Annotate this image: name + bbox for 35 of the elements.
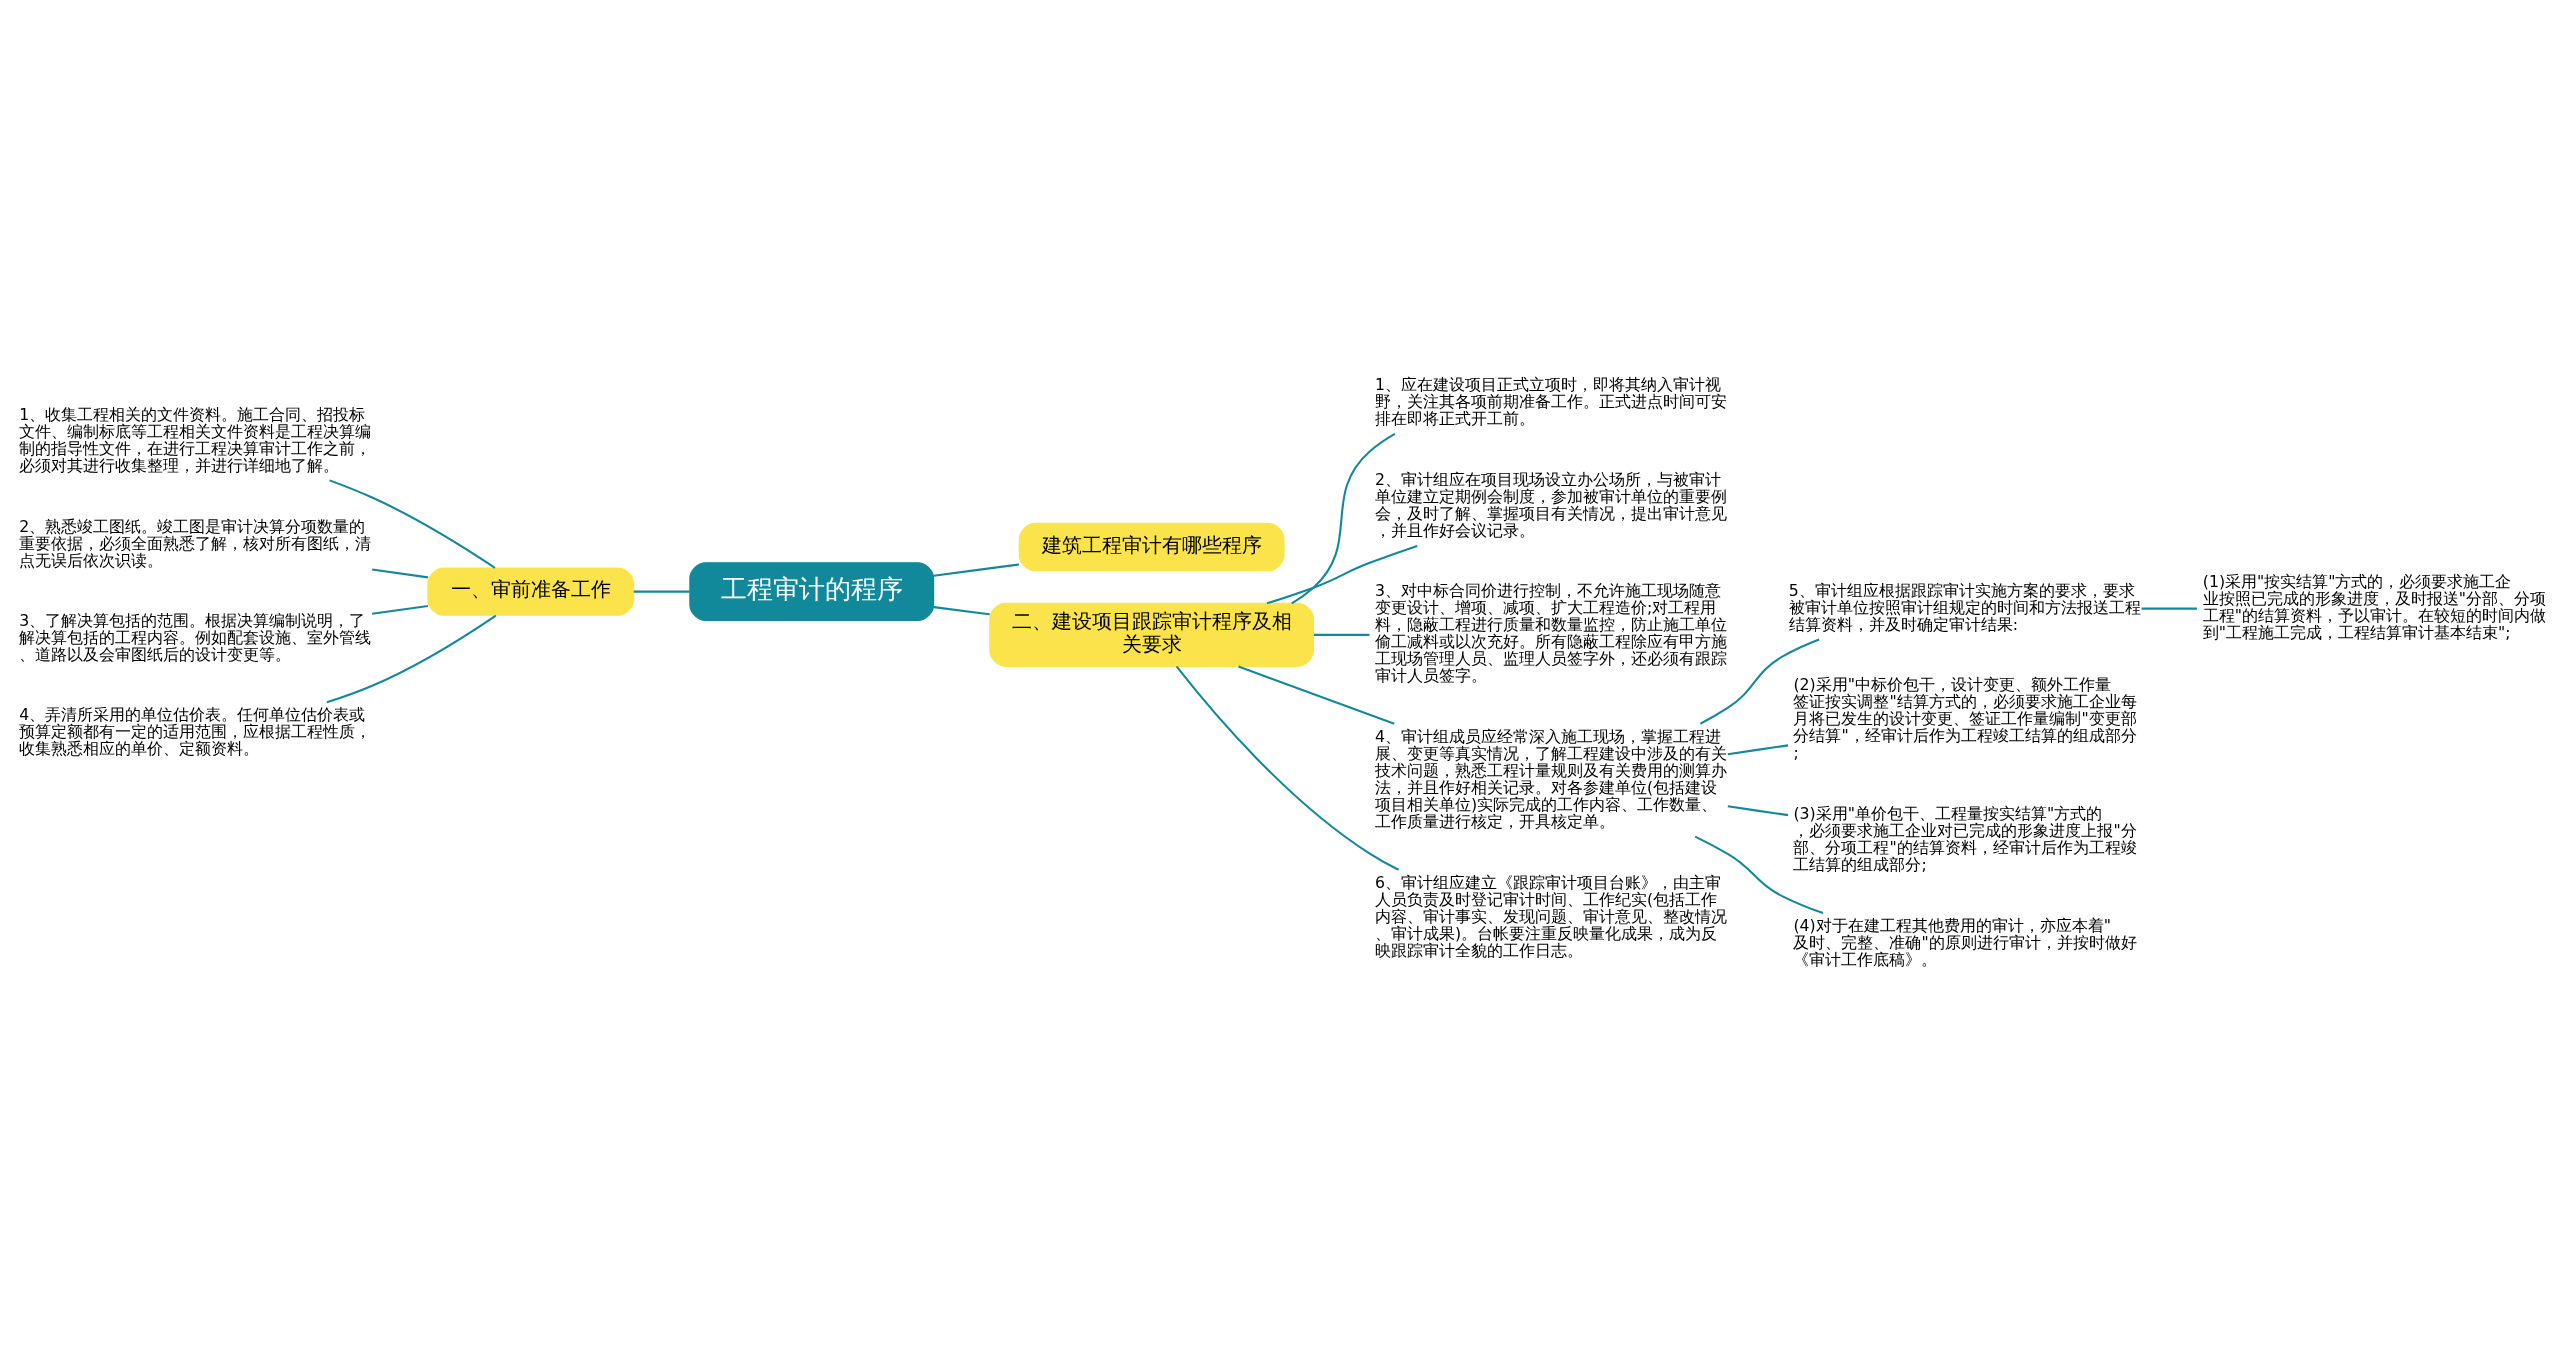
connector <box>933 606 990 616</box>
node-text: (1)采用"按实结算"方式的，必须要求施工企业按照已完成的形象进度，及时报送"分部、分项工程"的结算资料，予以审计。在较短的时间内做到"工程施工完成，工程结算审计基本结束"; <box>2202 572 2547 643</box>
connector <box>1694 835 1824 915</box>
node-text: (2)采用"中标价包干，设计变更、额外工作量签证按实调整"结算方式的，必须要求施工企业每月将已发生的设计变更、签证工作量编制"变更部分结算"，经审计后作为工程竣工结算的组成部分; <box>1793 675 2137 763</box>
node-text: 3、对中标合同价进行控制，不允许施工现场随意变更设计、增项、减项、扩大工程造价;对工程用料，隐蔽工程进行质量和数量监控，防止施工单位偷工减料或以次充好。所有隐蔽工程除应有甲方施工现场管理人员、监理人员签字外，还必须有跟踪审计人员签字。 <box>1374 581 1727 686</box>
connector <box>371 568 429 579</box>
node-text: 3、了解决算包括的范围。根据决算编制说明，了解决算包括的工程内容。例如配套设施、室外管线、道路以及会审图纸后的设计变更等。 <box>19 610 372 664</box>
connector <box>1699 638 1820 725</box>
node-text: 2、审计组应在项目现场设立办公场所，与被审计单位建立定期例会制度，参加被审计单位的重要例会，及时了解、掌握项目有关情况，提出审计意见，并且作好会议记录。 <box>1374 470 1727 541</box>
node-text: 2、熟悉竣工图纸。竣工图是审计决算分项数量的重要依据，必须全面熟悉了解，核对所有图纸，清点无误后依次识读。 <box>19 516 372 570</box>
connector <box>371 604 429 615</box>
connector <box>1291 432 1396 605</box>
connector <box>1266 544 1418 605</box>
connector <box>633 590 690 593</box>
connector <box>1727 805 1789 817</box>
connector <box>1238 665 1395 725</box>
node-text: (3)采用"单价包干、工程量按实结算"方式的，必须要求施工企业对已完成的形象进度上报"分部、分项工程"的结算资料，经审计后作为工程竣工结算的组成部分; <box>1793 804 2137 875</box>
connector <box>329 479 496 569</box>
node-box: 建筑工程审计有哪些程序 <box>1018 522 1285 572</box>
connector <box>933 563 1020 577</box>
node-box: 一、审前准备工作 <box>427 567 635 616</box>
node-text: 1、应在建设项目正式立项时，即将其纳入审计视野，关注其各项前期准备工作。正式进点时间可安排在即将正式开工前。 <box>1374 375 1727 429</box>
node-text: 1、收集工程相关的文件资料。施工合同、招投标文件、编制标底等工程相关文件资料是工程决算编制的指导性文件，在进行工程决算审计工作之前，必须对其进行收集整理，并进行详细地了解。 <box>19 404 372 475</box>
node-text: 4、弄清所采用的单位估价表。任何单位估价表或预算定额都有一定的适用范围，应根据工程性质，收集熟悉相应的单价、定额资料。 <box>19 705 372 759</box>
node-text: 5、审计组应根据跟踪审计实施方案的要求，要求被审计单位按照审计组规定的时间和方法报送工程结算资料，并及时确定审计结果: <box>1788 580 2141 634</box>
node-text: (4)对于在建工程其他费用的审计，亦应本着"及时、完整、准确"的原则进行审计，并按时做好《审计工作底稿》。 <box>1793 916 2137 970</box>
node-text: 6、审计组应建立《跟踪审计项目台账》，由主审人员负责及时登记审计时间、工作纪实(包括工作内容、审计事实、发现问题、审计意见、整改情况、审计成果)。台帐要注重反映量化成果，成为反映跟踪审计全貌的工作日志。 <box>1374 872 1727 960</box>
node-box: 工程审计的程序 <box>689 562 935 622</box>
connector <box>2141 607 2197 610</box>
connector <box>1727 744 1789 756</box>
node-box: 二、建设项目跟踪审计程序及相关要求 <box>989 602 1315 667</box>
connector <box>1313 633 1370 636</box>
connector <box>326 614 497 704</box>
connector <box>1175 665 1400 871</box>
node-text: 4、审计组成员应经常深入施工现场，掌握工程进展、变更等真实情况，了解工程建设中涉及的有关技术问题，熟悉工程计量规则及有关费用的测算办法，并且作好相关记录。对各参建单位(包括建设项目相关单位)实际完成的工作内容、工作数量、工作质量进行核定，开具核定单。 <box>1374 726 1727 831</box>
